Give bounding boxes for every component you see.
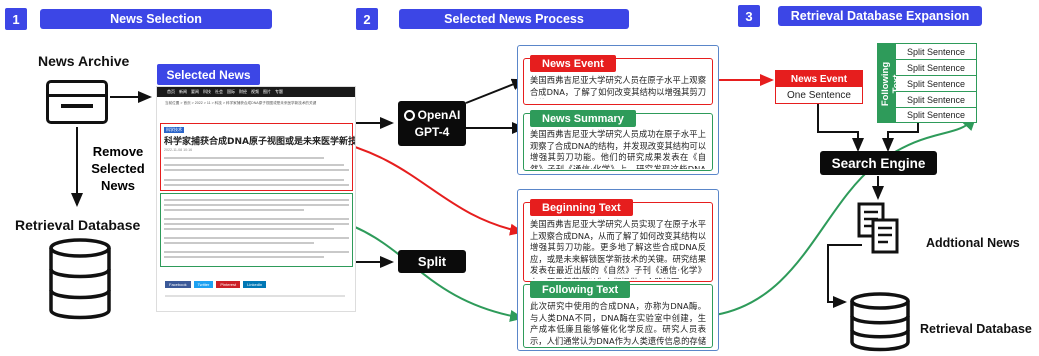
article-text-line [164,228,334,230]
news-event-card: News Event 美国西弗吉尼亚大学研究人员在原子水平上观察合成DNA，了解… [523,55,713,105]
news-summary-header: News Summary [530,110,636,127]
nav-item: 财经 [239,89,247,94]
database-icon-right [850,292,910,352]
body-highlight [160,193,353,267]
article-text-line [164,223,349,225]
article-text-line [164,164,344,166]
expansion-following-box: Following Text Split Sentence Split Sent… [877,43,977,123]
nav-item: 科技 [203,89,211,94]
arrow-split-to-search [882,122,919,152]
split-sentence-item: Split Sentence [896,92,976,108]
article-footer-line [165,295,345,297]
split-sentence-item: Split Sentence [896,60,976,76]
news-summary-text: 美国西弗吉尼亚大学研究人员成功在原子水平上观察了合成DNA的结构，并发现改变其结… [530,129,706,169]
news-summary-card: News Summary 美国西弗吉尼亚大学研究人员成功在原子水平上观察了合成D… [523,110,713,171]
openai-logo: OpenAI [403,108,460,122]
nav-item: 国际 [227,89,235,94]
article-breadcrumb: 当前位置 > 首页 > 2022 > 11 > 科技 > 科学家捕获合成DNA原… [165,101,317,105]
split-sentence-item: Split Sentence [896,44,976,60]
article-text-line [164,204,349,206]
article-text-line [164,199,349,201]
selected-news-banner: Selected News [157,64,260,85]
nav-item: 新闻 [179,89,187,94]
archive-window-icon [46,80,108,124]
step-1-banner: News Selection [40,9,272,29]
split-sentence-item: Split Sentence [906,110,966,120]
following-text-header: Following Text [530,281,631,298]
remove-selected-label: Remove Selected News [91,144,145,193]
expansion-news-event-box: News Event One Sentence [775,70,863,104]
additional-news-label: Addtional News [926,236,1020,250]
step-3-banner: Retrieval Database Expansion [778,6,982,26]
share-facebook-button[interactable]: Facebook [165,281,191,288]
beginning-text-card: Beginning Text 美国西弗吉尼亚大学研究人员实现了在原子水平上观察合… [523,199,713,282]
share-twitter-button[interactable]: Twitter [193,281,214,288]
expansion-news-event-header: News Event [776,71,862,87]
arrow-green-to-split [714,116,977,316]
retrieval-database-label-right: Retrieval Database [920,322,1032,336]
share-pinterest-button[interactable]: Pinterest [216,281,241,288]
news-event-text: 美国西弗吉尼亚大学研究人员在原子水平上观察合成DNA，了解了如何改变其结构以增强… [530,75,706,99]
share-linkedin-button[interactable]: LinkedIn [243,281,267,288]
arrow-docs-to-db [827,244,862,308]
nav-item: 视频 [251,89,259,94]
step-2-number: 2 [356,8,378,30]
database-icon-left [49,238,111,320]
article-text-line [164,184,349,186]
article-tag: 科学技术 [164,127,184,133]
step-1-number: 1 [5,8,27,30]
split-output-panel: Beginning Text 美国西弗吉尼亚大学研究人员实现了在原子水平上观察合… [517,189,719,351]
beginning-text-body: 美国西弗吉尼亚大学研究人员实现了在原子水平上观察合成DNA，从而了解了如何改变其… [530,219,706,279]
article-text-line [164,251,349,253]
openai-icon [403,109,415,121]
article-text-line [164,256,324,258]
article-text-line [164,242,314,244]
arrow-red-to-beginning [329,139,524,236]
gpt4-node: OpenAI GPT-4 [398,101,466,146]
step-2-banner: Selected News Process [399,9,629,29]
beginning-text-header: Beginning Text [530,199,633,216]
article-text-line [164,237,349,239]
following-text-card: Following Text 此次研究中使用的合成DNA，亦称为DNA酶。与人类… [523,281,713,348]
nav-item: 社会 [215,89,223,94]
nav-item: 首页 [167,89,175,94]
news-article-screenshot: 首页 新闻 要闻 科技 社会 国际 财经 视频 图片 专题 当前位置 > 首页 … [156,86,356,312]
arrow-sentence-to-search [817,104,864,152]
article-text-line [164,169,349,171]
search-engine-node: Search Engine [820,151,937,175]
gpt4-label: GPT-4 [414,125,450,139]
article-text-line [164,209,304,211]
documents-icon [857,202,899,254]
retrieval-database-label-left: Retrieval Database [15,217,141,233]
one-sentence-label: One Sentence [787,89,851,101]
following-text-body: 此次研究中使用的合成DNA，亦称为DNA酶。与人类DNA不同，DNA酶在实验室中… [530,301,706,346]
headline-highlight: 科学技术 科学家捕获合成DNA原子视图或是未来医学新技术的关键 2022-11-… [160,123,356,191]
step-3-number: 3 [738,5,760,27]
following-text-vertical-label: Following Text [880,61,902,107]
news-event-header: News Event [530,55,616,72]
article-text-line [164,179,344,181]
nav-item: 专题 [275,89,283,94]
news-archive-label: News Archive [38,53,130,69]
following-text-vertical-header [878,44,896,122]
nav-item: 图片 [263,89,271,94]
arrow-gpt-to-event [465,78,526,104]
split-node: Split [398,250,466,273]
article-nav-bar: 首页 新闻 要闻 科技 社会 国际 财经 视频 图片 专题 [157,87,355,97]
nav-item: 要闻 [191,89,199,94]
split-sentence-item: Split Sentence [896,76,976,92]
article-headline: 科学家捕获合成DNA原子视图或是未来医学新技术的关键 [164,137,356,147]
share-bar: Facebook Twitter Pinterest LinkedIn [165,281,267,288]
article-text-line [164,157,324,159]
article-date: 2022-11-08 10:16 [164,148,193,152]
article-text-line [164,218,349,220]
gpt-output-panel: News Event 美国西弗吉尼亚大学研究人员在原子水平上观察合成DNA，了解… [517,45,719,175]
